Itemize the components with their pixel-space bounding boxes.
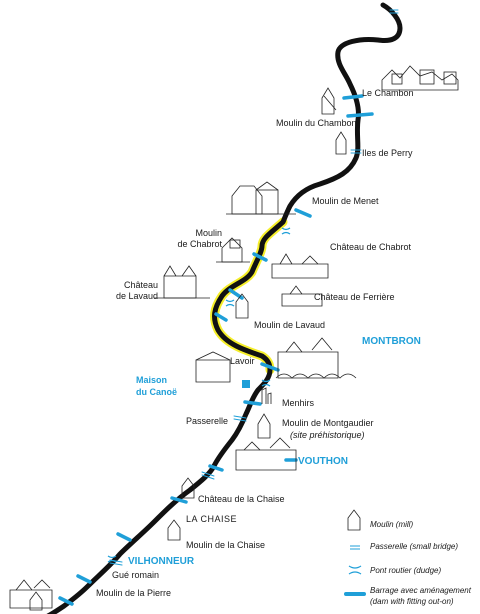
label-moulin-de-menet: Moulin de Menet: [312, 196, 379, 206]
passerelle-markers: [109, 9, 399, 566]
legend-barrage-line2: (dam with fitting out-on): [370, 597, 454, 606]
dam-markers: [58, 94, 374, 606]
pont-routier-markers: [107, 227, 291, 563]
label-chateau-de-lavaud: Château de Lavaud: [115, 280, 158, 301]
label-gue-romain: Gué romain: [112, 570, 160, 580]
label-moulin-de-montgaudier: Moulin de Montgaudier: [282, 418, 374, 428]
label-moulin-du-chambon: Moulin du Chambon: [276, 118, 357, 128]
label-montbron: MONTBRON: [362, 336, 421, 347]
label-chateau-de-chabrot: Château de Chabrot: [330, 242, 412, 252]
label-moulin-de-la-pierre: Moulin de la Pierre: [96, 588, 172, 598]
maison-du-canoe-marker: [242, 380, 250, 388]
label-moulin-de-chabrot: Moulin de Chabrot: [177, 228, 222, 249]
label-le-chambon: Le Chambon: [362, 88, 414, 98]
legend-moulin: Moulin (mill): [370, 520, 414, 529]
label-chateau-de-ferriere: Château de Ferrière: [314, 292, 395, 302]
label-site-prehistorique: (site préhistorique): [290, 430, 365, 440]
legend-passerelle: Passerelle (small bridge): [370, 542, 459, 551]
label-passerelle: Passerelle: [186, 416, 229, 426]
label-vilhonneur: VILHONNEUR: [128, 556, 195, 567]
label-moulin-de-la-chaise: Moulin de la Chaise: [186, 540, 266, 550]
label-lavoir: Lavoir: [230, 356, 255, 366]
legend-barrage-line1: Barrage avec aménagement: [370, 586, 471, 595]
label-iles-de-perry: Iles de Perry: [362, 148, 413, 158]
label-chateau-de-la-chaise: Château de la Chaise: [198, 494, 285, 504]
label-la-chaise: LA CHAISE: [186, 514, 238, 524]
building-sketches: [9, 65, 459, 611]
label-vouthon: VOUTHON: [298, 456, 348, 467]
legend-symbols: [344, 509, 366, 596]
label-maison-du-canoe: Maison du Canoë: [136, 375, 178, 397]
label-menhirs: Menhirs: [282, 398, 315, 408]
label-moulin-de-lavaud: Moulin de Lavaud: [254, 320, 326, 330]
legend-pont-routier: Pont routier (dudge): [370, 566, 442, 575]
